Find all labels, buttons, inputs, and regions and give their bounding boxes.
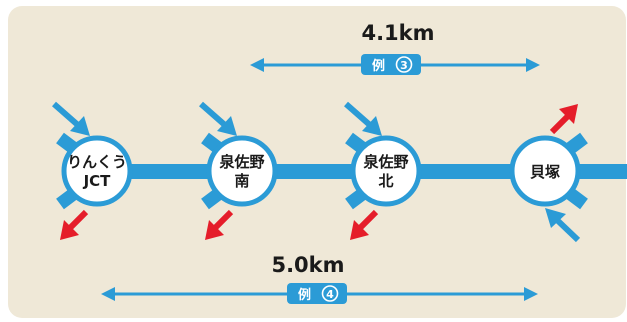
entry-arrow-icon xyxy=(199,101,237,136)
entry-arrows xyxy=(52,101,581,243)
exit-arrows xyxy=(60,104,578,240)
exit-arrow-icon xyxy=(350,209,379,240)
interchange-label: 泉佐野 xyxy=(362,153,408,171)
example-label: 例 xyxy=(298,287,311,303)
interchange-label: 南 xyxy=(234,172,249,190)
interchange-kaizuka: 貝塚 xyxy=(509,135,581,207)
distance-top: 4.1km 例 3 xyxy=(250,21,540,75)
interchange-label: 貝塚 xyxy=(530,163,560,181)
exit-arrow-icon xyxy=(205,209,234,240)
entry-arrow-icon xyxy=(545,208,581,243)
interchange-rinku-jct: りんくう JCT xyxy=(61,135,133,207)
example-badge xyxy=(361,54,421,75)
arrowhead-left-icon xyxy=(250,58,264,72)
interchange-label: 北 xyxy=(378,172,393,190)
example-number: 4 xyxy=(326,288,334,301)
example-number: 3 xyxy=(400,59,408,72)
entry-arrow-icon xyxy=(344,101,382,136)
example-label: 例 xyxy=(372,58,385,74)
interchange-izumisano-minami: 泉佐野 南 xyxy=(206,135,278,207)
interchange-label: 泉佐野 xyxy=(218,153,264,171)
interchange-label: りんくう xyxy=(67,153,127,171)
entry-arrow-icon xyxy=(52,101,90,136)
distance-value: 4.1km xyxy=(361,21,434,45)
interchange-izumisano-kita: 泉佐野 北 xyxy=(350,135,422,207)
distance-bottom: 5.0km 例 4 xyxy=(101,253,538,304)
example-badge xyxy=(287,283,347,304)
distance-value: 5.0km xyxy=(271,253,344,277)
exit-arrow-icon xyxy=(60,209,89,240)
interchange-label: JCT xyxy=(83,172,112,190)
arrowhead-right-icon xyxy=(524,287,538,301)
exit-arrow-icon xyxy=(549,104,578,135)
arrowhead-right-icon xyxy=(526,58,540,72)
arrowhead-left-icon xyxy=(101,287,115,301)
